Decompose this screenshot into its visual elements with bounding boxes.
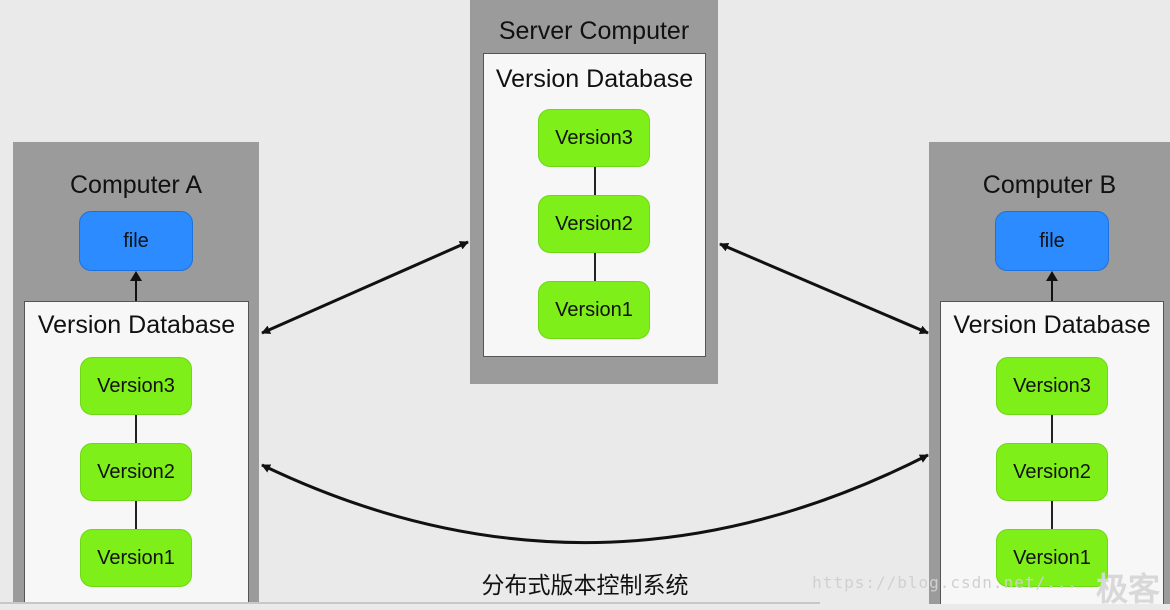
computer-b-version3-node: Version3 xyxy=(996,357,1108,415)
computer-a-version-database: Version Database Version3 Version2 Versi… xyxy=(24,301,249,604)
computer-b-version-database: Version Database Version3 Version2 Versi… xyxy=(940,301,1164,604)
computer-a-db-title: Version Database xyxy=(37,311,236,339)
server-version3-node: Version3 xyxy=(538,109,650,167)
computer-a-title: Computer A xyxy=(69,171,202,199)
server-link-2-1 xyxy=(594,253,596,281)
diagram-caption: 分布式版本控制系统 xyxy=(481,572,689,598)
computer-b-file-arrow xyxy=(1046,271,1058,301)
computer-b-db-title: Version Database xyxy=(953,311,1151,339)
computer-a-version3-node: Version3 xyxy=(80,357,192,415)
server-version2-node: Version2 xyxy=(538,195,650,253)
computer-a-version2-node: Version2 xyxy=(80,443,192,501)
computer-a-file: file xyxy=(79,211,193,271)
server-version1-node: Version1 xyxy=(538,281,650,339)
watermark-logo-icon: 极客 xyxy=(1095,570,1160,608)
computer-b-version1-node: Version1 xyxy=(996,529,1108,587)
server-version-database: Version Database Version3 Version2 Versi… xyxy=(483,53,706,357)
arrow-computer-a-to-server xyxy=(261,240,469,335)
arrow-computer-a-to-computer-b xyxy=(261,453,929,545)
bottom-divider xyxy=(0,602,820,604)
computer-b-version2-node: Version2 xyxy=(996,443,1108,501)
computer-b-file: file xyxy=(995,211,1109,271)
computer-a-file-arrow xyxy=(130,271,142,301)
computer-b-link-3-2 xyxy=(1051,415,1053,443)
computer-b: Computer B file Version Database Version… xyxy=(929,142,1170,604)
computer-a-link-2-1 xyxy=(135,501,137,529)
server-link-3-2 xyxy=(594,167,596,195)
computer-b-title: Computer B xyxy=(982,171,1117,199)
server-db-title: Version Database xyxy=(495,65,694,93)
server-computer-title: Server Computer xyxy=(498,17,690,45)
server-computer: Server Computer Version Database Version… xyxy=(470,0,718,384)
computer-a: Computer A file Version Database Version… xyxy=(13,142,259,604)
computer-a-link-3-2 xyxy=(135,415,137,443)
computer-a-version1-node: Version1 xyxy=(80,529,192,587)
computer-b-link-2-1 xyxy=(1051,501,1053,529)
arrow-server-to-computer-b xyxy=(719,242,929,335)
watermark-url: https://blog.csdn.net/... xyxy=(812,573,1078,592)
